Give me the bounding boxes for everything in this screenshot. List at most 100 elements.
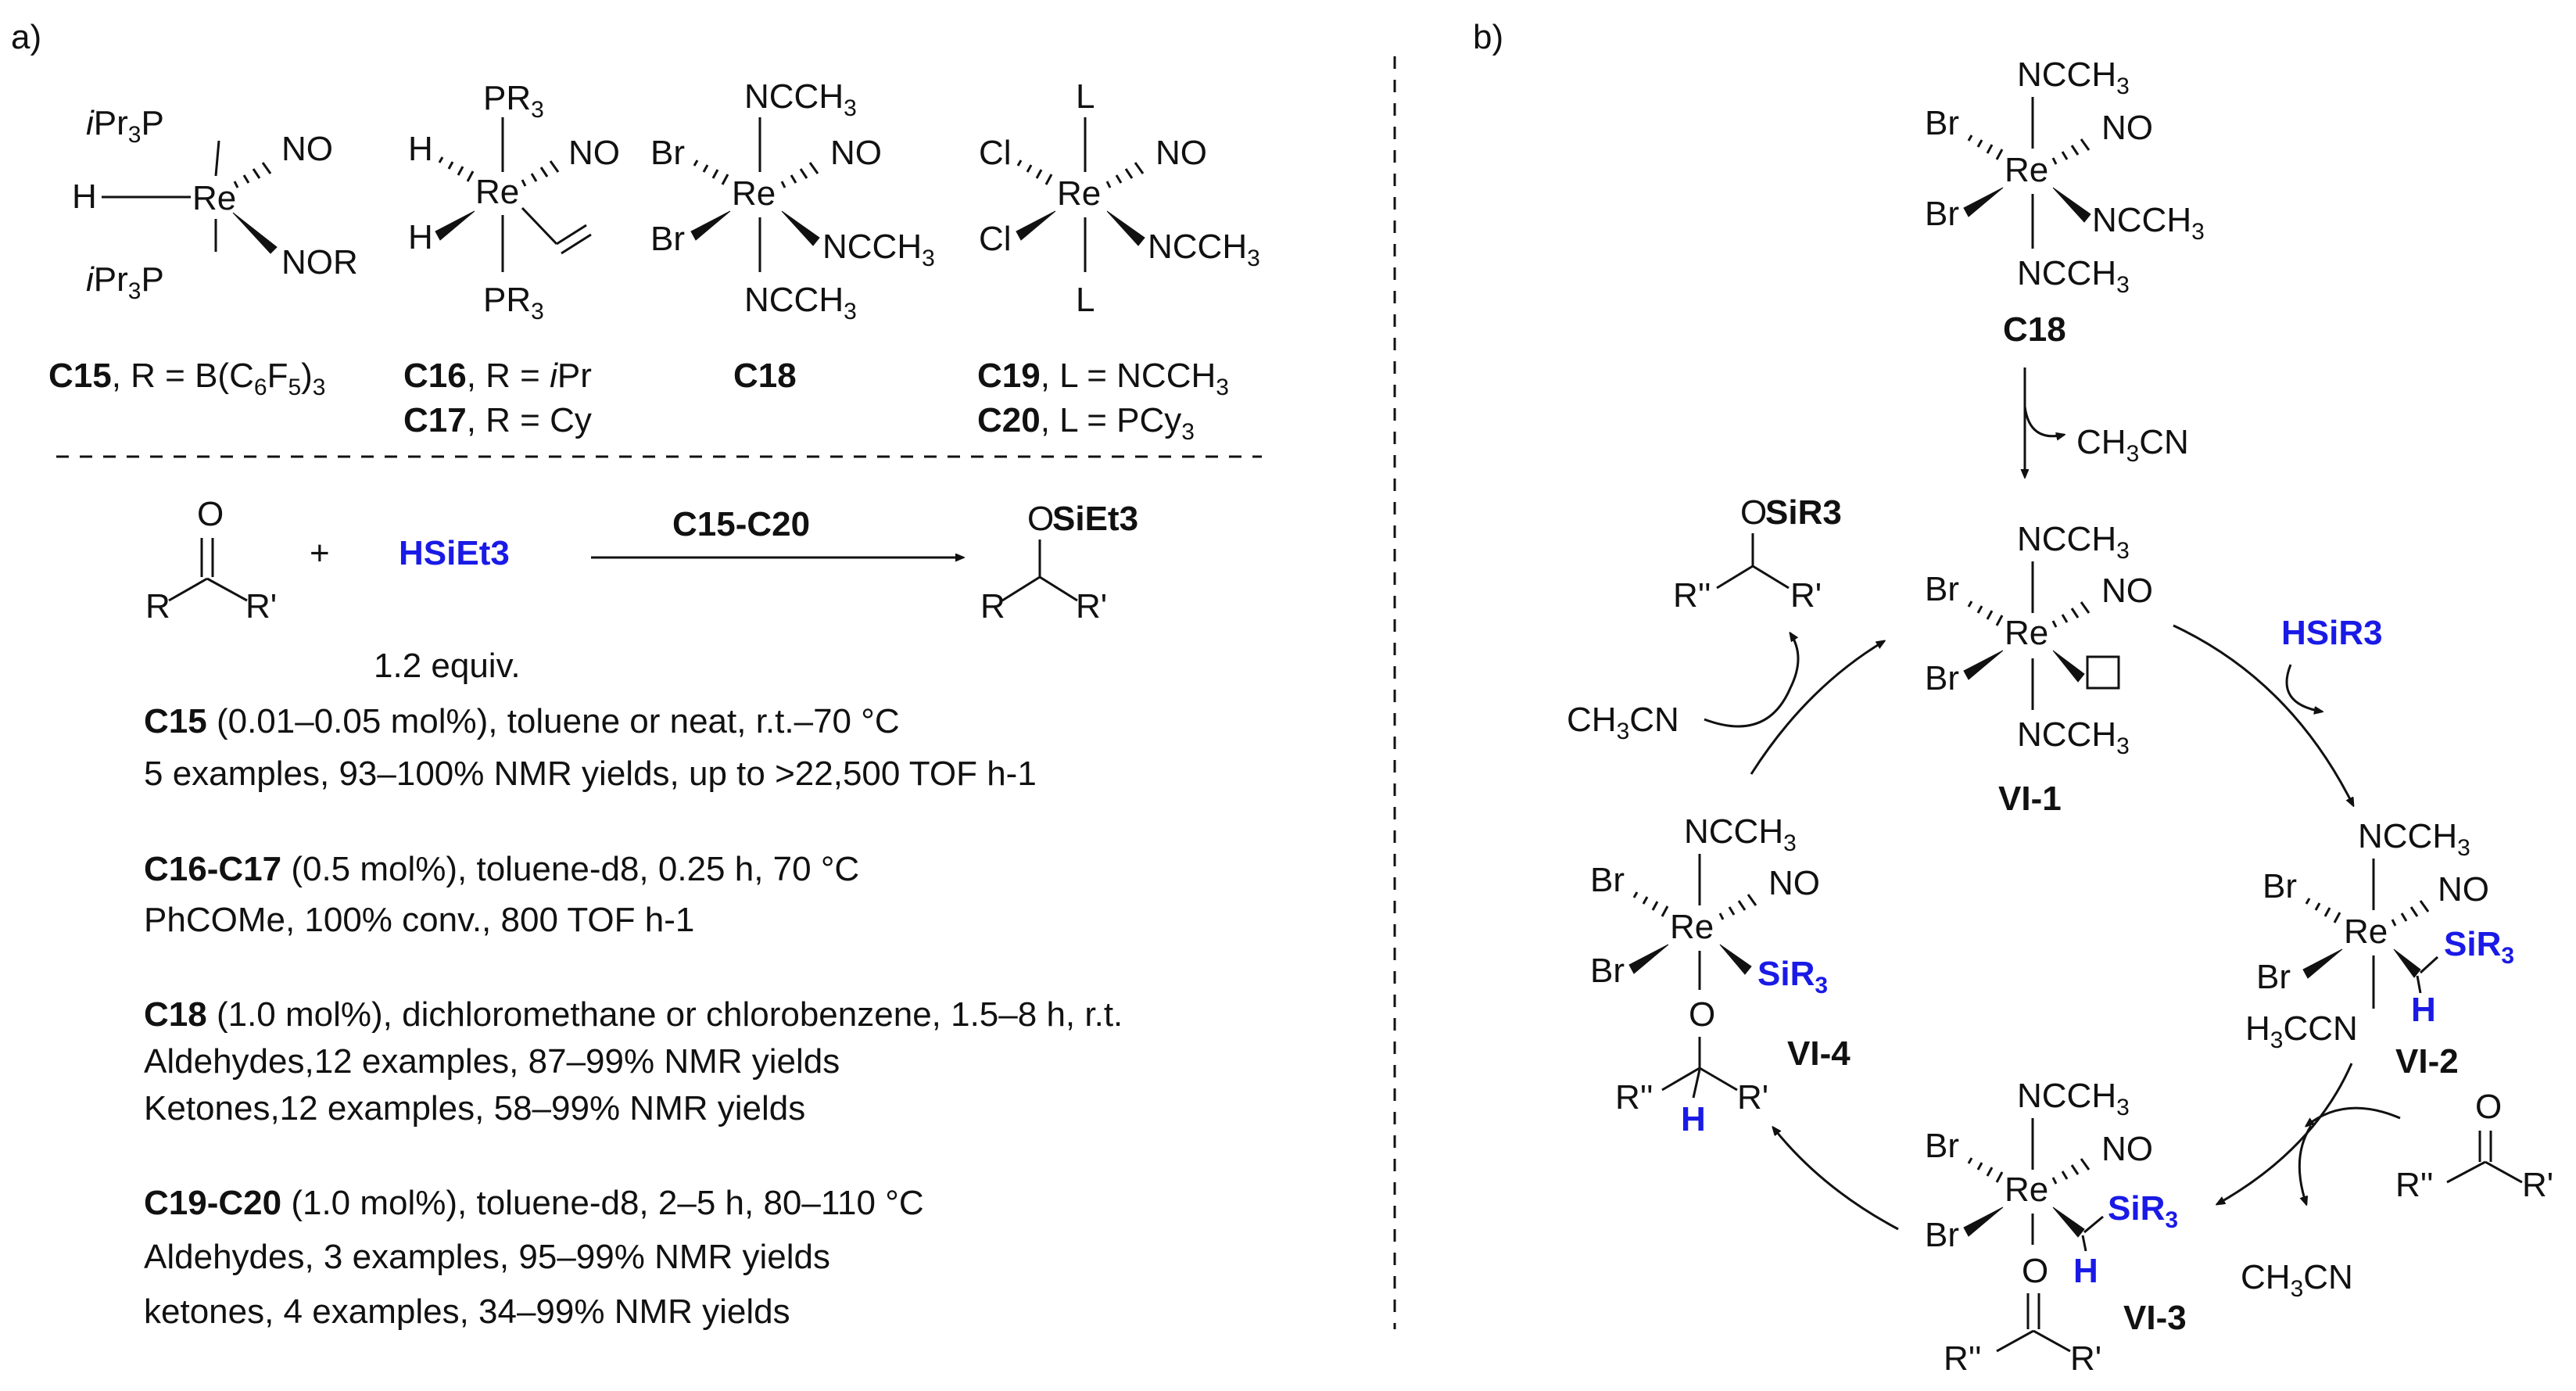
reagent-hsir3: HSiR3 — [2281, 614, 2383, 652]
svg-text:NCCH3: NCCH3 — [2017, 56, 2130, 99]
svg-text:SiR3: SiR3 — [1757, 955, 1828, 998]
svg-text:iPr3P: iPr3P — [86, 260, 164, 304]
svg-text:R: R — [980, 587, 1005, 626]
arrow-ketone-in — [2306, 1106, 2401, 1126]
svg-text:PR3: PR3 — [483, 79, 544, 123]
svg-text:NO: NO — [1155, 134, 1207, 172]
svg-text:C15 (0.01–0.05 mol%), toluene: C15 (0.01–0.05 mol%), toluene or neat, r… — [144, 702, 900, 740]
svg-text:O: O — [2475, 1088, 2502, 1126]
arrow-ch3cn-out — [2298, 1125, 2313, 1204]
caption-c18: C18 — [733, 357, 797, 395]
conditions-c18: C18 (1.0 mol%), dichloromethane or chlor… — [144, 995, 1123, 1127]
svg-text:R': R' — [2070, 1339, 2101, 1378]
structure-c16-c17: PR3 H Re NO H PR3 — [408, 79, 620, 324]
svg-text:NO: NO — [2438, 870, 2489, 909]
svg-text:Br: Br — [2256, 958, 2291, 996]
svg-text:NO: NO — [1768, 864, 1820, 902]
structure-c18-a: NCCH3 Br Re NO Br NCCH3 NCCH3 — [650, 77, 935, 324]
svg-text:H: H — [2411, 991, 2436, 1029]
svg-text:iPr3P: iPr3P — [86, 104, 164, 148]
svg-text:NCCH3: NCCH3 — [1684, 812, 1797, 856]
svg-text:Re: Re — [732, 174, 776, 213]
svg-text:R': R' — [1076, 587, 1107, 626]
product-silyl-ether: O SiEt3 R R' — [980, 500, 1138, 626]
svg-text:O: O — [2022, 1252, 2048, 1290]
svg-text:O: O — [1740, 493, 1767, 532]
svg-text:PR3: PR3 — [483, 281, 544, 324]
svg-text:SiR3: SiR3 — [1765, 493, 1842, 532]
svg-text:NO: NO — [2101, 572, 2153, 610]
structure-c18-b: NCCH3 Br Re NO Br NCCH3 NCCH3 C18 — [1925, 56, 2205, 349]
svg-text:O: O — [1027, 500, 1054, 538]
svg-text:H: H — [72, 177, 97, 216]
equiv-note: 1.2 equiv. — [374, 647, 521, 685]
svg-text:SiR3: SiR3 — [2108, 1189, 2178, 1233]
svg-text:Re: Re — [2344, 912, 2388, 951]
svg-text:NO: NO — [281, 130, 333, 168]
svg-text:Re: Re — [1670, 908, 1714, 946]
svg-text:Br: Br — [1925, 570, 1959, 608]
structure-c19-c20: L Cl Re NO Cl NCCH3 L — [979, 77, 1260, 319]
plus-sign: + — [310, 534, 330, 572]
ketone-structure: O R R' — [145, 495, 277, 626]
svg-text:NO: NO — [830, 134, 882, 172]
product-silyl-ether-b: O SiR3 R'' R' — [1673, 493, 1842, 615]
svg-text:Re: Re — [2005, 1171, 2048, 1209]
ketone-b: O R'' R' — [2395, 1088, 2553, 1204]
svg-text:L: L — [1076, 77, 1095, 116]
arrow-vi2-to-vi3 — [2217, 1063, 2353, 1204]
caption-c20: C20, L = PCy3 — [977, 401, 1195, 445]
arrow-ch3cn-loss-1 — [2023, 406, 2064, 436]
svg-text:NOR: NOR — [281, 243, 358, 281]
svg-text:H: H — [408, 218, 433, 256]
svg-text:R'': R'' — [1615, 1078, 1653, 1117]
svg-text:Cl: Cl — [979, 134, 1012, 172]
svg-text:NCCH3: NCCH3 — [744, 281, 857, 324]
svg-text:O: O — [197, 495, 224, 533]
intermediate-vi4: NCCH3 Br Re NO Br SiR3 O R'' R' H VI-4 — [1590, 812, 1850, 1138]
svg-text:H: H — [408, 130, 433, 168]
svg-text:Br: Br — [1925, 104, 1959, 142]
arrow-vi1-to-vi2 — [2173, 624, 2353, 805]
svg-text:NCCH3: NCCH3 — [2017, 1077, 2130, 1120]
svg-text:NO: NO — [2101, 1130, 2153, 1168]
intermediate-vi2: NCCH3 Br Re NO Br SiR3 H H3CCN VI-2 — [2245, 817, 2514, 1081]
catalyst-label: C15-C20 — [672, 505, 810, 543]
svg-text:NCCH3: NCCH3 — [1148, 228, 1260, 271]
svg-text:ketones, 4 examples, 34–99% NM: ketones, 4 examples, 34–99% NMR yields — [144, 1292, 790, 1331]
caption-c15: C15, R = B(C6F5)3 — [48, 357, 325, 400]
svg-text:Re: Re — [2005, 614, 2048, 652]
caption-c17: C17, R = Cy — [403, 401, 592, 439]
arrow-hsir3-in — [2285, 664, 2322, 712]
panel-b-label: b) — [1473, 18, 1503, 56]
svg-text:Br: Br — [2263, 867, 2297, 905]
svg-text:R': R' — [2522, 1166, 2553, 1204]
svg-text:H: H — [1681, 1100, 1706, 1138]
svg-text:Br: Br — [1590, 952, 1625, 990]
intermediate-vi3: NCCH3 Br Re NO Br SiR3 H O R'' R' VI-3 — [1925, 1077, 2187, 1378]
svg-text:R': R' — [1737, 1078, 1768, 1117]
svg-text:NCCH3: NCCH3 — [2017, 520, 2130, 564]
svg-text:Re: Re — [475, 173, 519, 211]
svg-text:O: O — [1689, 995, 1715, 1034]
caption-c19: C19, L = NCCH3 — [977, 357, 1229, 400]
svg-text:VI-2: VI-2 — [2395, 1042, 2459, 1081]
svg-text:C18 (1.0 mol%), dichloromethan: C18 (1.0 mol%), dichloromethane or chlor… — [144, 995, 1123, 1034]
conditions-c15: C15 (0.01–0.05 mol%), toluene or neat, r… — [144, 702, 1037, 793]
svg-text:5 examples, 93–100% NMR yields: 5 examples, 93–100% NMR yields, up to >2… — [144, 755, 1037, 793]
svg-text:Br: Br — [650, 134, 685, 172]
caption-c16: C16, R = iPr — [403, 357, 592, 395]
structure-c15: iPr3P H Re NO NOR iPr3P — [72, 104, 358, 304]
svg-text:SiR3: SiR3 — [2444, 925, 2514, 969]
panel-a-label: a) — [11, 18, 41, 56]
svg-text:H: H — [2073, 1252, 2098, 1290]
svg-text:R': R' — [1790, 576, 1822, 615]
svg-text:Re: Re — [1057, 174, 1101, 213]
svg-text:H3CCN: H3CCN — [2245, 1009, 2358, 1053]
svg-text:Br: Br — [1590, 861, 1625, 899]
svg-text:NCCH3: NCCH3 — [744, 77, 857, 121]
svg-text:VI-3: VI-3 — [2123, 1299, 2187, 1337]
svg-text:Re: Re — [2005, 151, 2048, 189]
svg-text:Br: Br — [1925, 659, 1959, 697]
